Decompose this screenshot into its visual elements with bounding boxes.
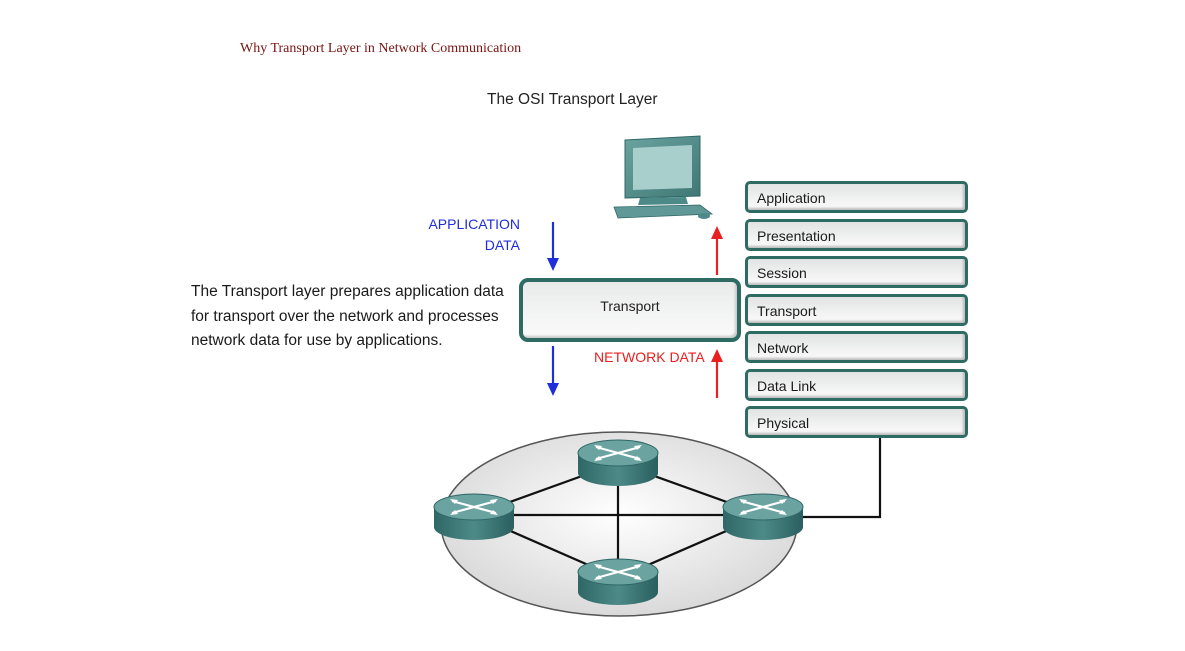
osi-layer-transport: Transport	[745, 293, 968, 326]
router-icon	[577, 558, 659, 605]
osi-layer-application: Application	[745, 181, 968, 213]
osi-layer-label: Transport	[757, 302, 817, 319]
osi-layer-label: Session	[757, 265, 807, 281]
transport-layer-box: Transport	[519, 278, 741, 342]
osi-layer-physical: Physical	[745, 406, 968, 438]
application-data-label: APPLICATION DATA	[410, 214, 520, 256]
arrow-down-icon	[547, 346, 559, 396]
computer-icon	[613, 135, 714, 219]
transport-layer-box-label: Transport	[600, 298, 660, 314]
description-text: The Transport layer prepares application…	[191, 283, 504, 349]
arrow-up-icon	[711, 349, 723, 398]
osi-layer-label: Network	[757, 340, 809, 356]
osi-layer-label: Physical	[757, 415, 810, 431]
osi-layer-data-link: Data Link	[745, 368, 968, 401]
application-data-label-line2: DATA	[484, 237, 520, 253]
osi-layer-session: Session	[745, 256, 968, 288]
osi-layer-label: Application	[757, 190, 826, 206]
osi-layer-presentation: Presentation	[745, 218, 968, 251]
router-icon	[577, 439, 659, 486]
page-heading: Why Transport Layer in Network Communica…	[240, 41, 522, 56]
arrow-down-icon	[547, 222, 559, 271]
osi-layer-label: Data Link	[757, 377, 817, 394]
router-icon	[722, 493, 804, 540]
figure-title: The OSI Transport Layer	[487, 91, 658, 108]
router-icon	[433, 493, 515, 540]
osi-layer-network: Network	[745, 331, 968, 363]
osi-layer-label: Presentation	[757, 227, 836, 244]
network-data-label: NETWORK DATA	[594, 349, 705, 365]
arrow-up-icon	[711, 226, 723, 275]
osi-layer-stack: Application Presentation Session Transpo…	[745, 181, 968, 444]
application-data-label-line1: APPLICATION	[428, 216, 520, 232]
